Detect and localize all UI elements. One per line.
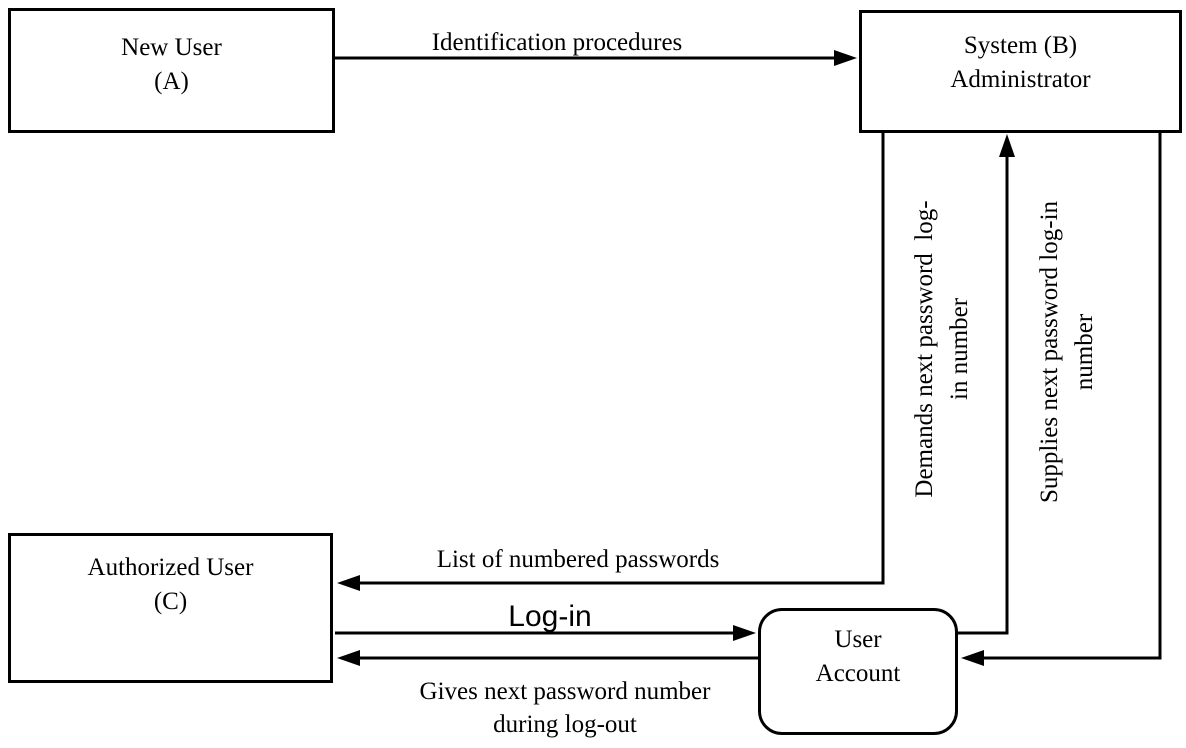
node-authorized-user-label: Authorized User [87,554,254,581]
node-user-account-label: User [834,626,882,653]
flow-demands-label-line1: Demands next password log- [911,200,938,498]
flow-demands-label: Demands next password log- in number [907,134,983,564]
node-system-admin-label2: Administrator [950,66,1091,93]
flow-list-passwords-arrow [337,133,885,591]
flow-supplies-label-line2: number [1071,313,1098,391]
node-authorized-user-id: (C) [153,588,188,615]
flow-identification-label: Identification procedures [431,29,683,56]
node-system-admin: System (B) Administrator [859,10,1182,133]
node-new-user-label: New User [121,34,222,61]
flow-supplies-label-line1: Supplies next password log-in [1036,200,1063,504]
node-new-user: New User (A) [8,8,335,133]
flow-supplies-label: Supplies next password log-in number [1032,137,1108,567]
flow-login-label: Log-in [508,600,592,633]
flow-demands-arrow [958,134,1015,635]
node-user-account: User Account [758,608,958,735]
flow-demands-label-line2: in number [946,297,973,401]
node-new-user-id: (A) [154,68,189,95]
flow-identification-arrow [335,50,857,66]
flow-login-arrow [335,625,756,641]
node-system-admin-label: System (B) [963,32,1078,59]
flow-gives-number-label-line1: Gives next password number [419,678,711,705]
flow-supplies-arrow [961,133,1162,666]
flow-list-passwords-label: List of numbered passwords [436,546,720,573]
node-user-account-label2: Account [815,660,901,687]
flow-gives-number-arrow [337,650,758,666]
node-authorized-user: Authorized User (C) [8,533,333,683]
flow-gives-number-label-line2: during log-out [493,711,637,738]
flow-gives-number-label: Gives next password number during log-ou… [365,675,765,741]
